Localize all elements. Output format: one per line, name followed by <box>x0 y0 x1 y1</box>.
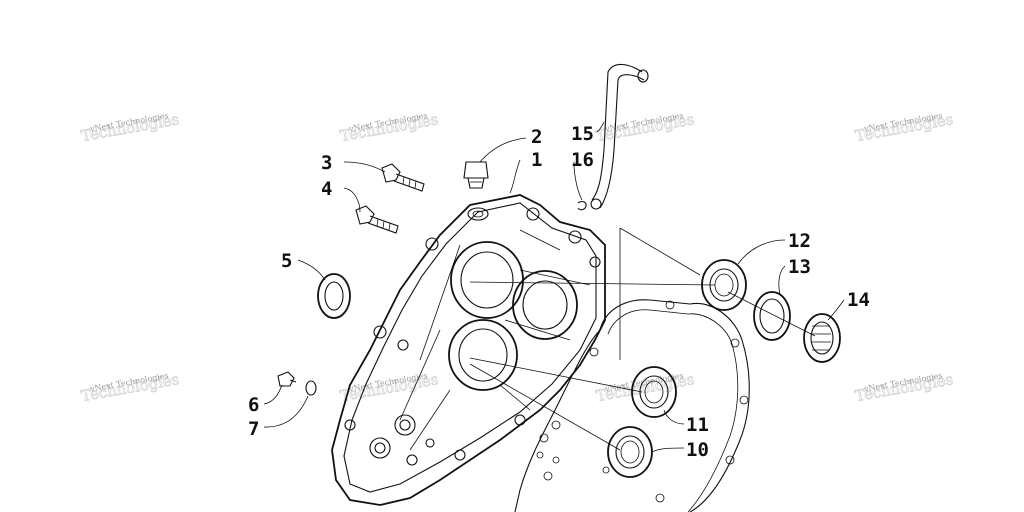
seal-13 <box>753 291 791 341</box>
watermark: Technologies vNext Technologies <box>79 370 181 406</box>
bearing-14 <box>803 313 841 363</box>
callout-4: 4 <box>321 178 332 200</box>
gasket <box>514 299 750 512</box>
callout-7: 7 <box>248 418 259 440</box>
callout-12: 12 <box>788 230 811 252</box>
center-lines <box>469 227 816 451</box>
watermark: Technologies vNext Technologies <box>853 370 955 406</box>
watermark: Technologies vNext Technologies <box>853 110 955 146</box>
leader-lines <box>263 121 845 453</box>
bearing-10 <box>607 426 653 478</box>
callout-1: 1 <box>531 149 542 171</box>
callout-15: 15 <box>571 123 594 145</box>
watermark: Technologies vNext Technologies <box>594 370 696 406</box>
bolt-3 <box>381 163 425 192</box>
callout-3: 3 <box>321 152 332 174</box>
callout-6: 6 <box>248 394 259 416</box>
callout-2: 2 <box>531 126 542 148</box>
watermark: Technologies vNext Technologies <box>594 110 696 146</box>
callout-11: 11 <box>686 414 709 436</box>
bolt-4 <box>355 205 399 234</box>
watermark: Technologies vNext Technologies <box>338 110 440 146</box>
callouts: 1 2 3 4 5 6 7 10 11 12 13 14 15 16 <box>248 123 870 461</box>
watermark: Technologies vNext Technologies <box>79 110 181 146</box>
callout-10: 10 <box>686 439 709 461</box>
seal-5 <box>317 273 351 319</box>
crankcase-cover <box>331 194 606 506</box>
callout-13: 13 <box>788 256 811 278</box>
callout-5: 5 <box>281 250 292 272</box>
clamp-16 <box>577 201 587 211</box>
callout-14: 14 <box>847 289 870 311</box>
washer-7 <box>305 380 317 396</box>
drain-plug-6 <box>277 371 297 387</box>
oil-fill-plug <box>463 161 489 189</box>
watermark: Technologies vNext Technologies <box>338 370 440 406</box>
callout-16: 16 <box>571 149 594 171</box>
breather-hose-15 <box>590 63 649 210</box>
bearing-11 <box>631 366 677 418</box>
